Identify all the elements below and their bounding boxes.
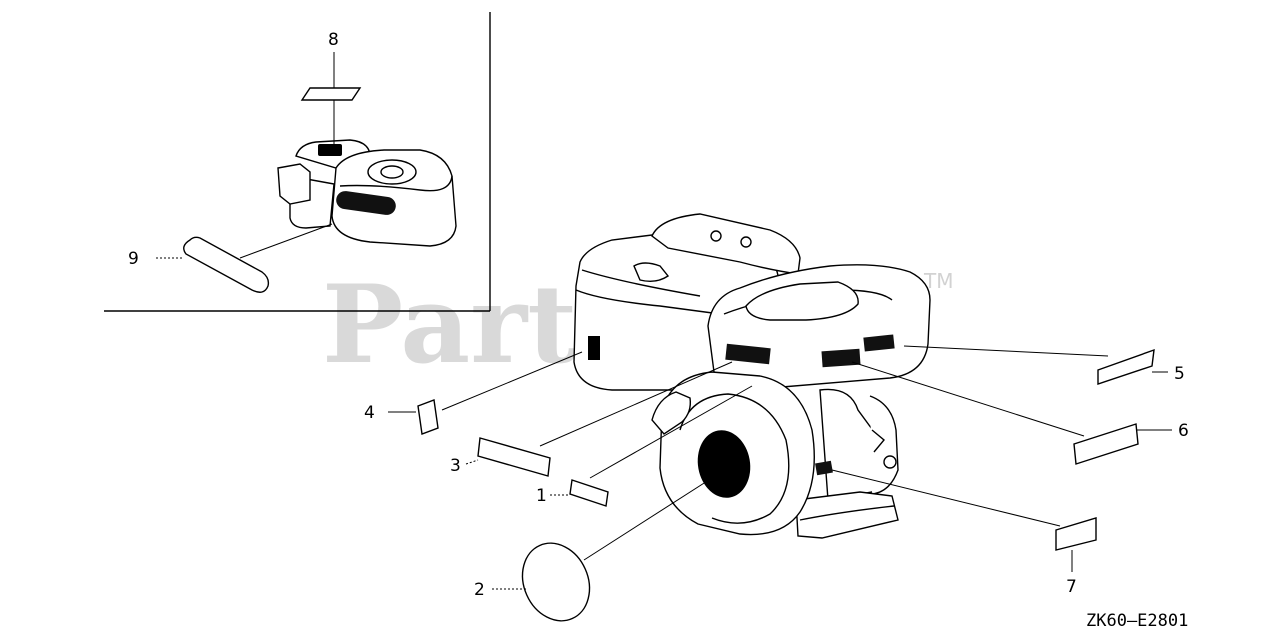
decal-9 — [156, 223, 333, 293]
inset-air-cleaner — [277, 139, 457, 247]
callout-4: 4 — [364, 403, 375, 423]
callout-7: 7 — [1066, 577, 1077, 597]
decal-1 — [550, 385, 753, 507]
decal-4 — [388, 351, 583, 435]
callout-6: 6 — [1178, 421, 1189, 441]
callout-5: 5 — [1174, 364, 1185, 384]
callout-9: 9 — [128, 249, 139, 269]
decal-5 — [903, 345, 1168, 385]
callout-8: 8 — [328, 30, 339, 50]
inset-frame — [104, 12, 491, 312]
engine-assembly — [573, 213, 931, 539]
diagram-code: ZK60—E2801 — [1086, 611, 1188, 631]
callout-3: 3 — [450, 456, 461, 476]
decal-2 — [492, 477, 713, 622]
decal-6 — [851, 361, 1172, 465]
decal-3 — [465, 361, 733, 477]
decal-8 — [300, 52, 362, 144]
decal-7 — [831, 469, 1097, 572]
callout-1: 1 — [536, 486, 547, 506]
callout-2: 2 — [474, 580, 485, 600]
